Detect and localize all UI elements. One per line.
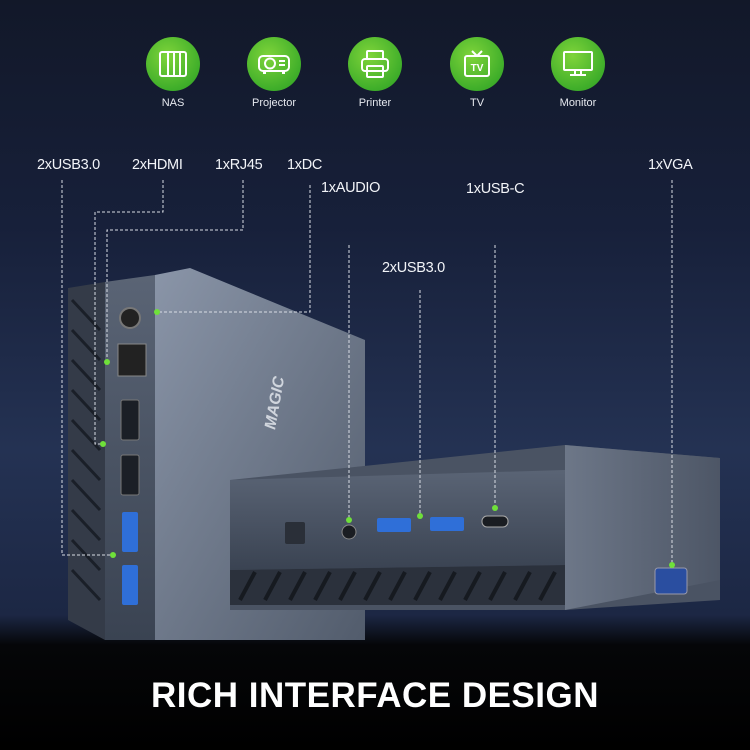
usb-port [430,517,464,531]
device-label: Monitor [559,97,597,109]
hdmi-port [120,454,140,496]
svg-text:TV: TV [471,63,484,74]
printer-icon [361,50,389,78]
label-vga: 1xVGA [648,157,693,173]
projector-icon [258,55,290,74]
vga-port [654,567,688,595]
tv-icon: TV [464,50,490,77]
audio-port [341,524,357,540]
device-tv: TV TV [437,37,517,109]
label-left-usb: 2xUSB3.0 [37,157,100,173]
device-projector: Projector [234,37,314,109]
power-button [285,522,305,544]
usb-port [122,512,138,552]
device-printer: Printer [335,37,415,109]
device-nas: NAS [133,37,213,109]
device-monitor: Monitor [538,37,618,109]
horizontal-mini-pc [230,445,720,610]
device-label: Printer [358,97,392,109]
usb-port [377,518,411,532]
device-label: Projector [251,97,297,109]
label-front-usb: 2xUSB3.0 [382,260,445,276]
device-label: NAS [161,97,185,109]
label-dc: 1xDC [287,157,323,173]
rj45-port [117,343,147,377]
compatible-devices-row: NAS Projector Printer TV TV Monitor [0,37,750,117]
label-audio: 1xAUDIO [321,180,381,196]
leader-lines [61,180,673,565]
label-rj45: 1xRJ45 [215,157,263,173]
port-markers [100,309,675,568]
monitor-icon [563,51,593,76]
headline: RICH INTERFACE DESIGN [150,676,600,715]
device-label: TV [469,97,485,109]
label-hdmi: 2xHDMI [132,157,183,173]
nas-icon [159,51,187,77]
usb-port [122,565,138,605]
usb-c-port [481,515,509,528]
label-usbc: 1xUSB-C [466,181,525,197]
dc-port [119,307,141,329]
hdmi-port [120,399,140,441]
